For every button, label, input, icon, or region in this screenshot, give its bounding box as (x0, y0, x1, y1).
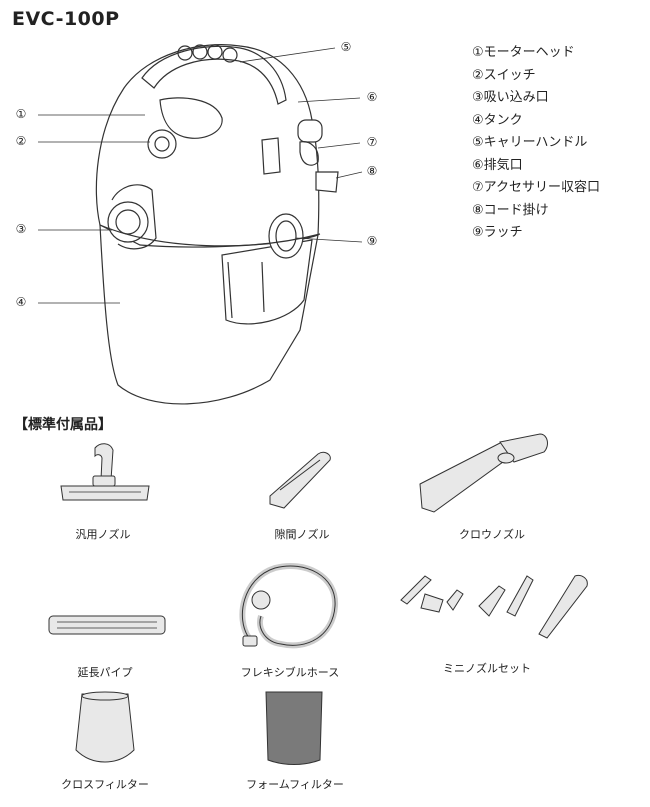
accessory-label-foam-filter: フォームフィルター (246, 778, 344, 791)
extension-pipe-icon (48, 615, 166, 635)
callout-6: ⑥ (366, 90, 378, 104)
mini-nozzle-set-icon (400, 575, 588, 639)
parts-list-item: ③吸い込み口 (472, 90, 549, 105)
callout-2: ② (15, 134, 27, 148)
parts-list-item: ②スイッチ (472, 67, 536, 83)
callout-1: ① (15, 107, 27, 121)
accessories-heading: 【標準付属品】 (14, 417, 112, 433)
model-title: EVC-100P (12, 8, 120, 30)
accessory-label-mini-nozzle-set: ミニノズルセット (443, 662, 531, 675)
floor-nozzle-icon (60, 443, 150, 501)
parts-list-item: ⑨ラッチ (472, 225, 523, 240)
parts-list: ①モーターヘッド ②スイッチ ③吸い込み口 ④タンク ⑤キャリーハンドル ⑥排気… (472, 42, 600, 245)
callout-8: ⑧ (366, 164, 378, 178)
claw-nozzle-icon (419, 433, 548, 513)
accessory-label-cloth-filter: クロスフィルター (61, 778, 149, 791)
parts-list-item: ⑦アクセサリー収容口 (472, 180, 601, 195)
accessory-label-crevice-nozzle: 隙間ノズル (274, 528, 330, 541)
accessory-label-flexible-hose: フレキシブルホース (240, 666, 340, 679)
parts-list-item: ④タンク (472, 112, 523, 128)
callout-7: ⑦ (366, 135, 378, 149)
parts-list-item: ①モーターヘッド (472, 45, 575, 60)
flexible-hose-icon (239, 563, 339, 649)
callout-9: ⑨ (366, 234, 378, 248)
vacuum-diagram (38, 44, 363, 405)
crevice-nozzle-icon (269, 451, 331, 509)
parts-list-item: ⑤キャリーハンドル (472, 135, 588, 150)
cloth-filter-icon (75, 691, 135, 763)
callout-5: ⑤ (340, 40, 352, 54)
tank-body (99, 224, 319, 405)
parts-list-item: ⑧コード掛け (472, 202, 549, 218)
parts-list-item: ⑥排気口 (472, 157, 523, 173)
foam-filter-icon (265, 691, 323, 765)
callout-4: ④ (15, 295, 27, 309)
accessory-label-floor-nozzle: 汎用ノズル (75, 528, 131, 541)
callout-3: ③ (15, 222, 27, 236)
accessory-label-extension-pipe: 延長パイプ (77, 666, 133, 679)
accessory-label-claw-nozzle: クロウノズル (459, 528, 525, 541)
